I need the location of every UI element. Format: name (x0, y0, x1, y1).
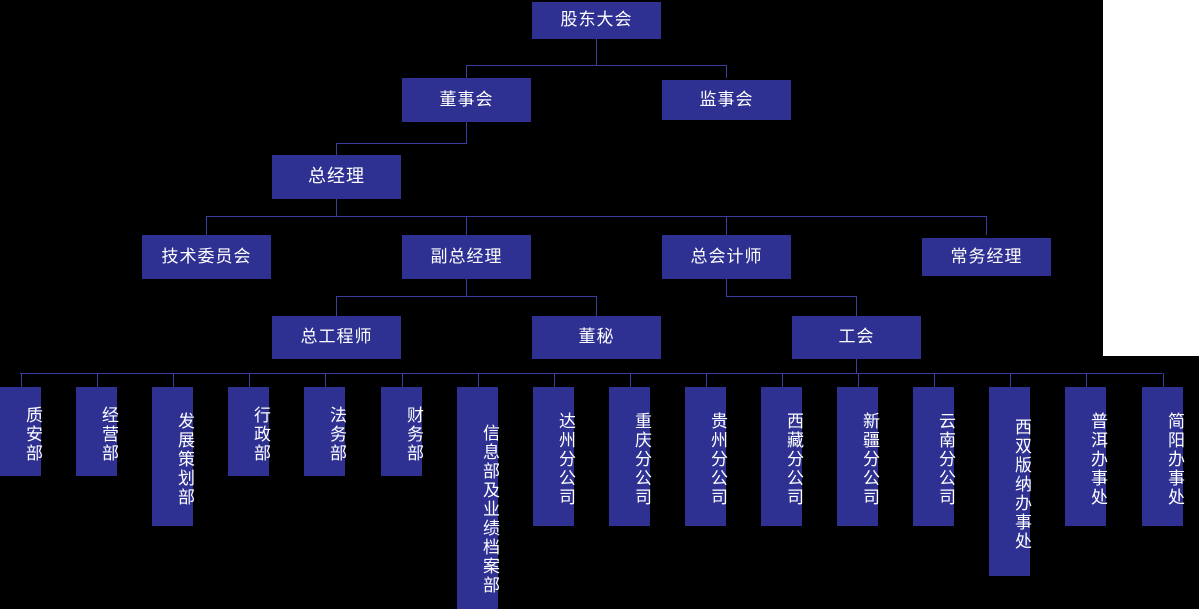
node-label: 质安部 (22, 406, 42, 463)
connector-tech-committee-up (206, 216, 207, 235)
node-label: 财务部 (403, 406, 423, 463)
connector-gm-up (336, 143, 337, 155)
node-label: 重庆分公司 (631, 412, 651, 507)
connector-department-stem (478, 373, 479, 387)
node-technical-committee[interactable]: 技术委员会 (142, 235, 271, 279)
connector-chief-accountant-up (726, 216, 727, 235)
node-chief-accountant[interactable]: 总会计师 (662, 235, 791, 279)
connector-board-supervisors-up (726, 65, 727, 78)
node-department[interactable]: 西双版纳办事处 (989, 387, 1031, 576)
connector-chief-accountant-down (726, 279, 727, 296)
white-background-panel (1103, 0, 1199, 356)
node-label: 达州分公司 (555, 412, 575, 507)
connector-department-stem (1163, 373, 1164, 387)
node-label: 经营部 (98, 406, 118, 463)
node-label: 新疆分公司 (859, 412, 879, 507)
node-labor-union[interactable]: 工会 (792, 316, 921, 359)
node-label: 副总经理 (430, 246, 503, 267)
connector-department-stem (782, 373, 783, 387)
node-label: 云南分公司 (935, 412, 955, 507)
connector-gm-down (336, 199, 337, 216)
node-department[interactable]: 质安部 (0, 387, 42, 476)
connector-executive-manager-up (986, 216, 987, 235)
connector-department-stem (934, 373, 935, 387)
node-department[interactable]: 西藏分公司 (761, 387, 803, 526)
connector-labor-union-down (856, 359, 857, 373)
node-executive-manager[interactable]: 常务经理 (922, 238, 1051, 276)
node-label: 总经理 (308, 166, 365, 188)
connector-department-stem (858, 373, 859, 387)
node-department[interactable]: 普洱办事处 (1065, 387, 1107, 526)
node-label: 普洱办事处 (1087, 412, 1107, 507)
node-label: 常务经理 (950, 246, 1023, 267)
node-board-of-supervisors[interactable]: 监事会 (662, 80, 791, 120)
connector-department-stem (249, 373, 250, 387)
connector-shareholders-down (596, 39, 597, 65)
connector-department-stem (402, 373, 403, 387)
connector-board-secretary-up (596, 296, 597, 316)
node-label: 股东大会 (560, 10, 633, 31)
connector-labor-union-up (856, 296, 857, 316)
connector-department-stem (21, 373, 22, 387)
node-shareholders-meeting[interactable]: 股东大会 (532, 2, 661, 39)
node-department[interactable]: 贵州分公司 (685, 387, 727, 526)
connector-department-stem (630, 373, 631, 387)
node-label: 监事会 (699, 89, 754, 110)
node-department[interactable]: 云南分公司 (913, 387, 955, 526)
node-label: 董秘 (578, 327, 615, 348)
node-department[interactable]: 信息部及业绩档案部 (457, 387, 499, 609)
node-department[interactable]: 达州分公司 (533, 387, 575, 526)
node-department[interactable]: 法务部 (304, 387, 346, 476)
node-board-of-directors[interactable]: 董事会 (402, 78, 531, 122)
node-department[interactable]: 简阳办事处 (1142, 387, 1184, 526)
node-department[interactable]: 新疆分公司 (837, 387, 879, 526)
node-label: 行政部 (250, 406, 270, 463)
connector-deputy-gm-down (466, 279, 467, 296)
node-label: 信息部及业绩档案部 (479, 424, 499, 595)
connector-level5-left-bus (336, 296, 597, 297)
connector-level5-right-bus (726, 296, 857, 297)
node-deputy-general-manager[interactable]: 副总经理 (402, 235, 531, 279)
node-label: 技术委员会 (161, 246, 252, 267)
node-department[interactable]: 财务部 (381, 387, 423, 476)
connector-department-stem (706, 373, 707, 387)
connector-department-stem (1010, 373, 1011, 387)
node-department[interactable]: 重庆分公司 (609, 387, 651, 526)
connector-board-directors-up (466, 65, 467, 78)
node-label: 发展策划部 (174, 412, 194, 507)
node-label: 总会计师 (690, 246, 763, 267)
connector-level2-bus (466, 65, 727, 66)
connector-departments-bus (20, 373, 1162, 374)
node-department[interactable]: 发展策划部 (152, 387, 194, 526)
connector-department-stem (97, 373, 98, 387)
node-label: 董事会 (439, 89, 494, 110)
node-board-secretary[interactable]: 董秘 (532, 316, 661, 359)
connector-department-stem (325, 373, 326, 387)
node-chief-engineer[interactable]: 总工程师 (272, 316, 401, 359)
node-general-manager[interactable]: 总经理 (272, 155, 401, 199)
node-label: 法务部 (326, 406, 346, 463)
node-department[interactable]: 经营部 (76, 387, 118, 476)
connector-department-stem (173, 373, 174, 387)
node-label: 工会 (838, 327, 875, 348)
node-label: 贵州分公司 (707, 412, 727, 507)
connector-department-stem (1086, 373, 1087, 387)
connector-gm-bus (336, 143, 467, 144)
connector-deputy-gm-up (466, 216, 467, 235)
connector-department-stem (554, 373, 555, 387)
node-label: 西藏分公司 (783, 412, 803, 507)
node-label: 西双版纳办事处 (1011, 418, 1031, 551)
node-label: 简阳办事处 (1164, 412, 1184, 507)
connector-board-directors-down (466, 122, 467, 143)
node-label: 总工程师 (300, 327, 373, 348)
connector-chief-engineer-up (336, 296, 337, 316)
connector-level4-bus (206, 216, 987, 217)
node-department[interactable]: 行政部 (228, 387, 270, 476)
